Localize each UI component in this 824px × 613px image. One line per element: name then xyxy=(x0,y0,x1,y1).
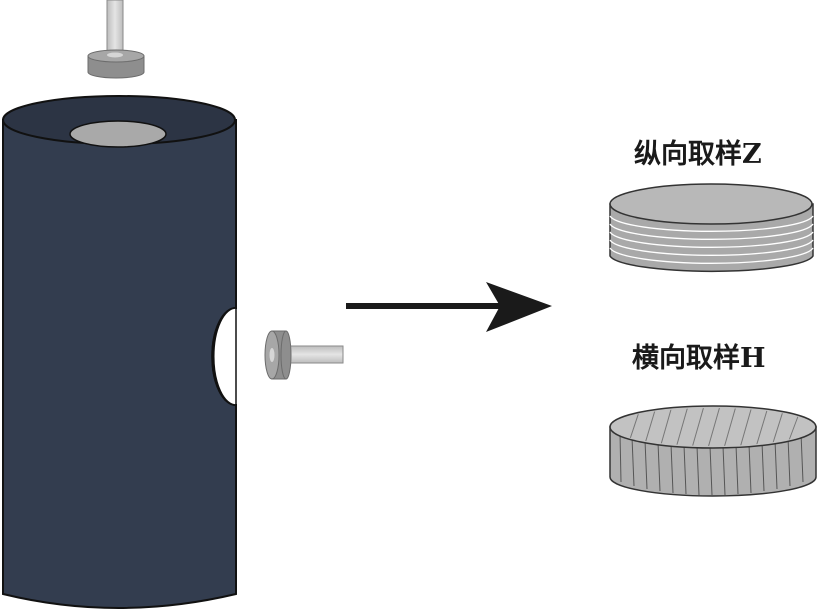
label-transverse-h: 横向取样H xyxy=(632,343,766,374)
cylinder-billet xyxy=(2,95,237,609)
horizontal-specimen xyxy=(264,330,344,380)
disc-transverse-h xyxy=(609,405,817,497)
process-arrow xyxy=(346,282,552,332)
top-bore-hole xyxy=(69,120,167,148)
disc-longitudinal-z xyxy=(609,183,814,273)
vertical-specimen xyxy=(87,0,145,79)
side-bore-cutout xyxy=(213,307,237,406)
label-longitudinal-z: 纵向取样Z xyxy=(634,139,762,170)
